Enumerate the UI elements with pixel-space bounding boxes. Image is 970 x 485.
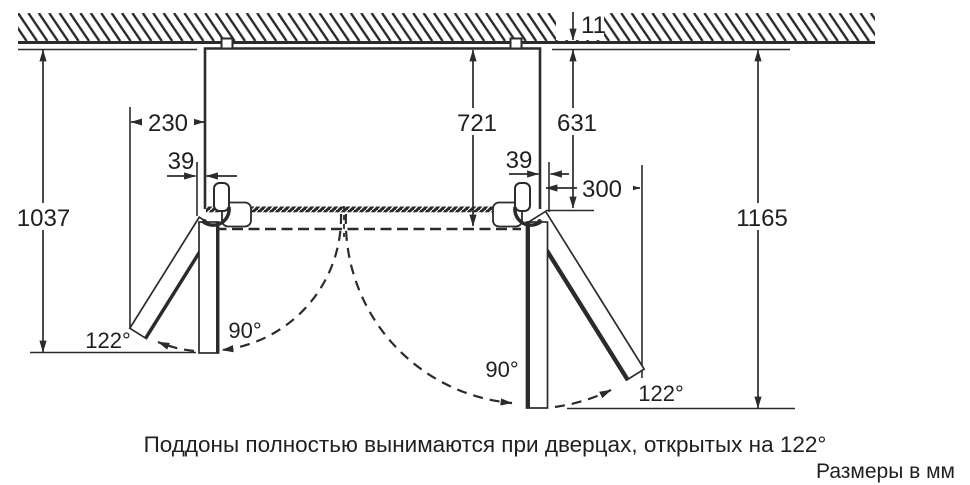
label-bg-631 — [551, 108, 603, 135]
swing-arc-right-90 — [344, 213, 513, 406]
door-swing-arcs — [157, 213, 612, 409]
angle-label-left-90: 90° — [228, 318, 261, 343]
wall-label-clearing — [556, 11, 604, 40]
dim-label-right-door-offset: 39 — [506, 147, 533, 174]
label-backgrounds — [10, 108, 796, 230]
wall-edge-line — [18, 41, 875, 44]
label-bg-1037 — [10, 203, 77, 230]
hinge-right-pivot — [537, 219, 542, 224]
wall-spacer-left — [220, 37, 234, 50]
door-right-open-90 — [525, 221, 549, 409]
hinge-left-curve — [201, 206, 231, 227]
units-note: Размеры в мм — [816, 460, 955, 483]
wall-hatching — [18, 13, 875, 41]
door-right-122-panel — [526, 210, 646, 382]
fridge-body — [203, 47, 542, 209]
dim-label-body-depth: 631 — [557, 110, 597, 137]
hinge-right — [492, 182, 543, 228]
dim-label-right-total-depth: 1165 — [736, 205, 788, 232]
wall — [18, 11, 875, 44]
dim-label-depth-with-doors: 721 — [457, 110, 497, 137]
dim-label-wall-gap: 11 — [581, 12, 606, 39]
hinge-right-curve — [513, 206, 543, 227]
door-left-open-90 — [198, 221, 220, 354]
label-bg-1165 — [728, 203, 796, 230]
hinge-left-pivot — [202, 219, 207, 224]
door-left-90-panel — [198, 221, 220, 354]
dim-label-right-projection: 300 — [582, 176, 622, 203]
swing-arc-left-90 — [221, 213, 343, 353]
label-bg-230 — [142, 108, 194, 135]
angle-label-right-122: 122° — [638, 381, 684, 406]
dim-label-left-total-depth: 1037 — [17, 205, 70, 232]
extension-lines — [30, 107, 795, 410]
dim-label-left-door-offset: 39 — [168, 148, 195, 175]
caption-text: Поддоны полностью вынимаются при дверцах… — [144, 432, 827, 457]
swing-arc-left-122 — [157, 340, 195, 353]
angle-label-left-122: 122° — [85, 328, 131, 353]
label-bg-721 — [451, 108, 503, 135]
hinge-right-arm — [514, 182, 531, 212]
hinge-left — [201, 182, 252, 228]
angle-label-right-90: 90° — [485, 357, 518, 382]
label-bg-300 — [577, 175, 633, 201]
dim-label-left-projection: 230 — [148, 110, 188, 137]
wall-spacer-right — [509, 37, 523, 50]
hinge-left-arm — [213, 182, 230, 212]
fridge-front-edge — [206, 206, 517, 213]
swing-arc-right-122 — [554, 389, 612, 409]
